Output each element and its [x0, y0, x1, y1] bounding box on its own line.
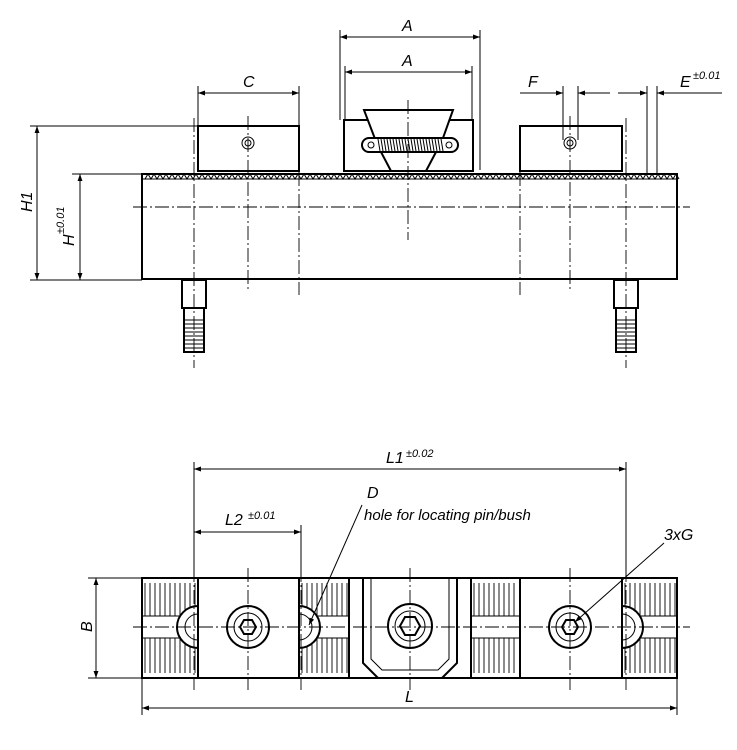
dim-L2-label: L2	[225, 512, 243, 529]
dim-L2-tolerance: ±0.01	[248, 510, 275, 522]
knurl-segments	[142, 578, 677, 678]
dim-L1-label: L1	[386, 450, 404, 467]
dim-C-label: C	[243, 74, 255, 91]
dim-H1-label: H1	[19, 192, 36, 212]
dim-H-tolerance: ±0.01	[55, 207, 67, 234]
locating-hole-right	[621, 604, 644, 650]
left-block-top	[197, 577, 300, 679]
dim-G-label: 3xG	[664, 527, 693, 544]
dim-F-label: F	[528, 74, 539, 91]
dim-E-tolerance: ±0.01	[693, 70, 720, 82]
dim-E-label: E	[680, 74, 691, 91]
right-block-top	[519, 577, 623, 679]
dim-B-label: B	[79, 621, 96, 632]
dim-A-top-label: A	[401, 18, 413, 35]
front-view: A A C F E ±0.01 H1 H ±0.01	[19, 18, 722, 368]
rail-body	[141, 173, 678, 280]
spring-coil	[377, 138, 444, 152]
dim-L1-tolerance: ±0.02	[406, 448, 433, 460]
dim-D-note: hole for locating pin/bush	[364, 507, 531, 524]
dim-D-label: D	[367, 485, 379, 502]
rail-serration	[142, 173, 680, 180]
dim-A-inner-label: A	[401, 53, 413, 70]
dim-H-label: H	[61, 234, 78, 246]
top-view: L1 ±0.02 L2 ±0.01 D hole for locating pi…	[79, 448, 693, 715]
dim-L-label: L	[405, 689, 414, 706]
